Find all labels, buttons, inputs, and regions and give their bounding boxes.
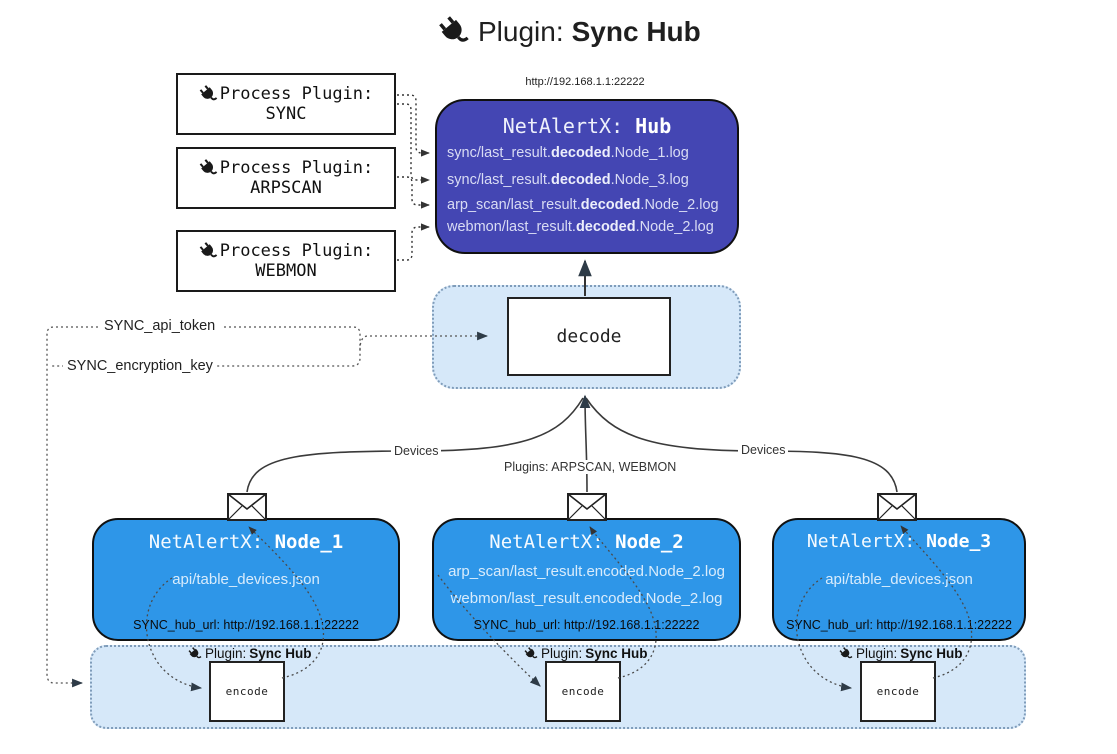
plug-icon: [836, 644, 856, 664]
encode-box: encode: [545, 661, 621, 722]
process-plugin-box-arpscan: Process Plugin: ARPSCAN: [176, 147, 396, 209]
hub-box: NetAlertX: Hub sync/last_result.decoded.…: [435, 99, 739, 254]
plug-icon: [521, 644, 541, 664]
hub-url-label: http://192.168.1.1:22222: [525, 76, 645, 88]
plug-icon: [195, 81, 222, 108]
node-hub-url: SYNC_hub_url: http://192.168.1.1:22222: [786, 618, 1012, 632]
process-plugin-heading: Process Plugin:: [199, 241, 373, 261]
sync-api-token-label: SYNC_api_token: [100, 318, 220, 334]
page-title-prefix: Plugin:: [478, 16, 564, 47]
process-plugin-name: ARPSCAN: [250, 178, 322, 198]
node-title: NetAlertX: Node_2: [489, 531, 684, 553]
sync-hub-plugin-label: Plugin: Sync Hub: [839, 646, 963, 661]
node-hub-url: SYNC_hub_url: http://192.168.1.1:22222: [133, 618, 359, 632]
encode-box: encode: [860, 661, 936, 722]
node-box-node-2: NetAlertX: Node_2 arp_scan/last_result.e…: [432, 518, 741, 641]
process-plugin-heading: Process Plugin:: [199, 84, 373, 104]
edge-label-plugins-middle: Plugins: ARPSCAN, WEBMON: [501, 460, 680, 474]
encode-box: encode: [209, 661, 285, 722]
node-to-decode-edges: [246, 394, 898, 493]
page-title-bold: Sync Hub: [571, 16, 701, 47]
plug-icon: [431, 9, 476, 54]
hub-log-line: sync/last_result.decoded.Node_1.log: [447, 145, 689, 161]
plug-icon: [195, 238, 222, 265]
node-file: api/table_devices.json: [825, 571, 973, 588]
page-title: Plugin: Sync Hub: [438, 16, 701, 48]
node-box-node-1: NetAlertX: Node_1 api/table_devices.json…: [92, 518, 400, 641]
node-file: api/table_devices.json: [172, 571, 320, 588]
node-hub-url: SYNC_hub_url: http://192.168.1.1:22222: [473, 618, 700, 632]
process-plugin-connectors: [397, 94, 430, 261]
hub-log-line: webmon/last_result.decoded.Node_2.log: [447, 219, 714, 235]
node-file: webmon/last_result.encoded.Node_2.log: [450, 590, 723, 607]
hub-log-line: sync/last_result.decoded.Node_3.log: [447, 172, 689, 188]
plug-icon: [195, 155, 222, 182]
node-title: NetAlertX: Node_1: [148, 531, 344, 553]
edge-label-devices-right: Devices: [738, 443, 789, 457]
envelope-icon: [877, 493, 917, 521]
process-plugin-heading: Process Plugin:: [199, 158, 373, 178]
node-box-node-3: NetAlertX: Node_3 api/table_devices.json…: [772, 518, 1026, 641]
edge-label-devices-left: Devices: [391, 444, 442, 458]
node-title: NetAlertX: Node_3: [806, 531, 992, 552]
process-plugin-box-webmon: Process Plugin: WEBMON: [176, 230, 396, 292]
process-plugin-name: SYNC: [265, 104, 307, 124]
sync-encryption-key-label: SYNC_encryption_key: [63, 358, 217, 374]
envelope-icon: [567, 493, 607, 521]
plug-icon: [185, 644, 205, 664]
hub-title: NetAlertX: Hub: [502, 114, 672, 138]
envelope-icon: [227, 493, 267, 521]
process-plugin-box-sync: Process Plugin: SYNC: [176, 73, 396, 135]
process-plugin-name: WEBMON: [255, 261, 317, 281]
sync-hub-plugin-label: Plugin: Sync Hub: [524, 646, 648, 661]
decode-box: decode: [507, 297, 671, 376]
sync-hub-plugin-label: Plugin: Sync Hub: [188, 646, 312, 661]
node-file: arp_scan/last_result.encoded.Node_2.log: [448, 563, 725, 580]
hub-log-line: arp_scan/last_result.decoded.Node_2.log: [447, 197, 719, 213]
